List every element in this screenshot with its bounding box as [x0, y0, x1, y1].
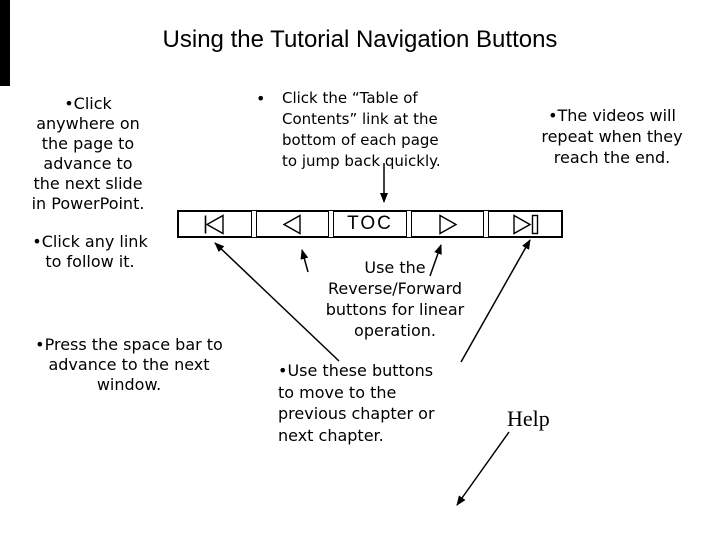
nav-button-reverse[interactable]	[255, 211, 330, 237]
nav-button-toc[interactable]: TOC	[333, 211, 407, 237]
note-advance-slide: •Click anywhere on the page to advance t…	[31, 94, 145, 213]
navigation-bar: TOC	[177, 210, 563, 238]
note-click-links: •Click any link to follow it.	[32, 232, 148, 271]
page-title: Using the Tutorial Navigation Buttons	[162, 26, 558, 53]
note-table-of-contents: Click the “Table of Contents” link at th…	[282, 89, 441, 170]
note-linear-operation: Use the Reverse/Forward buttons for line…	[325, 258, 465, 340]
nav-button-next-chapter[interactable]	[488, 211, 562, 237]
toc-note-bullet: •	[256, 89, 266, 108]
note-chapter-buttons: •Use these buttons to move to the previo…	[278, 361, 435, 445]
nav-button-previous-chapter[interactable]	[178, 211, 252, 237]
reverse-triangle-icon	[282, 213, 302, 235]
slide-corner-mark	[0, 0, 10, 86]
skip-forward-icon	[512, 213, 538, 235]
help-link[interactable]: Help	[507, 406, 550, 431]
nav-button-forward[interactable]	[410, 211, 485, 237]
forward-triangle-icon	[438, 213, 458, 235]
note-videos-repeat: •The videos will repeat when they reach …	[541, 106, 683, 167]
note-space-bar: •Press the space bar to advance to the n…	[35, 335, 223, 394]
toc-button-label: TOC	[347, 213, 393, 234]
skip-back-icon	[204, 213, 224, 235]
